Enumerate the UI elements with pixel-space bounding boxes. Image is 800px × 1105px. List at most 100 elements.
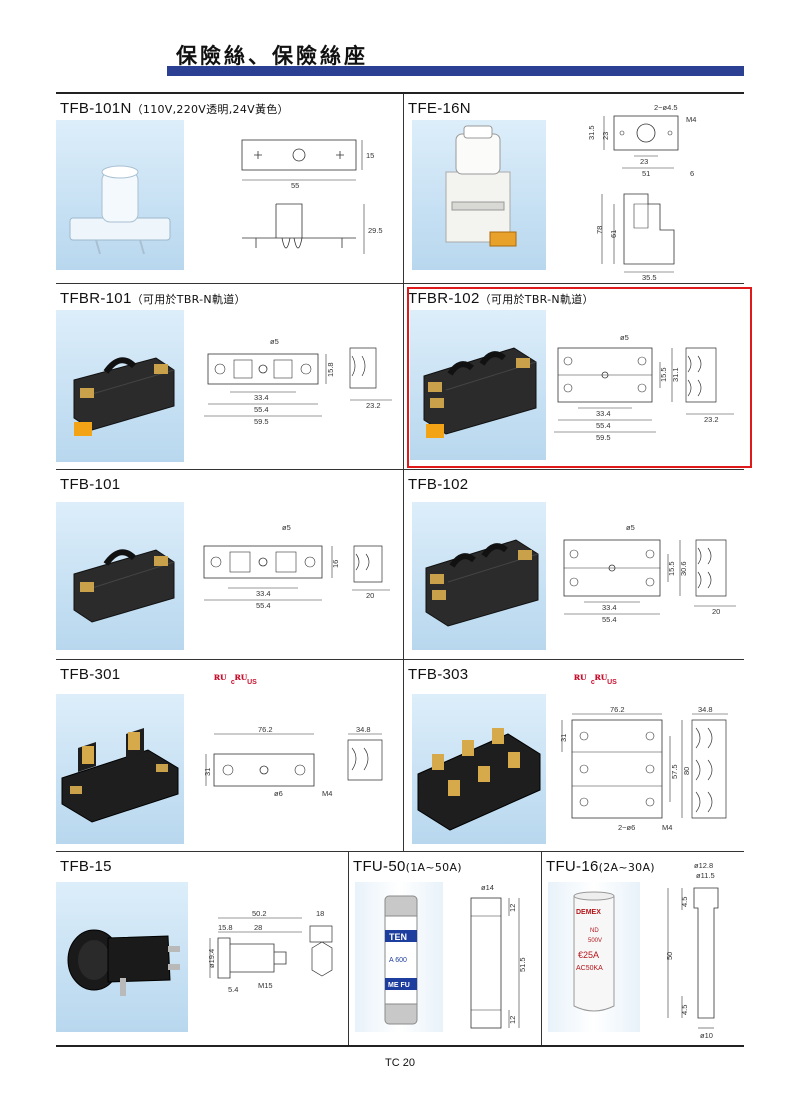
- dim-text: 2−ø4.5: [654, 103, 678, 112]
- dim-text: 2−ø6: [618, 823, 635, 832]
- dim-text: 15.8: [326, 362, 335, 377]
- product-name: TFBR-102: [408, 290, 480, 307]
- product-photo: [56, 120, 184, 270]
- cell-tfu16: TFU-16(2A~30A) DEMEX ND 500V €25A AC50KA…: [542, 852, 744, 1045]
- dim-text: 18: [316, 909, 324, 918]
- product-photo: DEMEX ND 500V €25A AC50KA: [548, 882, 640, 1032]
- fuse-label-text: ME FU: [388, 982, 410, 989]
- dim-text: 55: [291, 181, 299, 190]
- dim-text: 15.8: [218, 923, 233, 932]
- dim-text: ø19.4: [207, 949, 216, 968]
- dim-text: 20: [712, 607, 720, 616]
- dim-text: M4: [686, 115, 696, 124]
- dim-text: ø5: [282, 523, 291, 532]
- product-photo: [56, 694, 184, 844]
- dim-text: 33.4: [602, 603, 617, 612]
- product-photo: [412, 694, 546, 844]
- cul-suffix: US: [607, 679, 617, 686]
- dimension-drawing: ø5 15.8 33.4 55.4 59.5 23.2: [202, 336, 402, 466]
- dim-text: 15.5: [667, 561, 676, 576]
- dimension-drawing: 15 55 29.5: [236, 134, 396, 274]
- dim-text: ø6: [274, 789, 283, 798]
- product-name: TFB-301: [60, 666, 121, 683]
- dim-text: 30.6: [679, 561, 688, 576]
- dim-text: 51: [642, 169, 650, 178]
- dim-text: 55.4: [256, 601, 271, 610]
- product-name: TFU-50: [353, 858, 406, 875]
- product-name: TFE-16N: [408, 100, 471, 117]
- page-number: TC 20: [385, 1057, 415, 1069]
- dim-text: 29.5: [368, 226, 383, 235]
- dim-text: 80: [682, 767, 691, 775]
- cell-tfb15: TFB-15 50.2 15.8 28 ø19.4 5.4 M15 18: [56, 852, 349, 1045]
- dim-text: 23.2: [704, 415, 719, 424]
- fuse-label-text: A 600: [389, 957, 407, 964]
- cell-tfb101n: TFB-101N（110V,220V透明,24V黃色） 15 55 29.5: [56, 94, 404, 284]
- product-note: （可用於TBR-N軌道）: [131, 293, 246, 306]
- cul-mark: ᴿᵁ: [234, 673, 248, 688]
- cul-prefix: c: [590, 679, 595, 686]
- cell-tfb303: TFB-303 ᴿᵁ cᴿᵁUS 76.2 31: [404, 660, 744, 852]
- cul-prefix: c: [230, 679, 235, 686]
- dim-text: 57.5: [670, 764, 679, 779]
- dim-text: M4: [322, 789, 332, 798]
- product-range: (2A~30A): [598, 861, 655, 874]
- dim-text: 61: [609, 230, 618, 238]
- dim-text: ø14: [481, 883, 494, 892]
- dim-text: 35.5: [642, 273, 657, 282]
- cell-tfbr102: TFBR-102（可用於TBR-N軌道） ø5 15.5 31.1: [404, 284, 744, 470]
- dim-text: 31: [203, 768, 212, 776]
- dimension-drawing: 76.2 31 57.5 80 2−ø6 M4 34.8: [552, 705, 744, 850]
- dim-text: 55.4: [602, 615, 617, 624]
- cell-tfb101: TFB-101 ø5 16 33.4 55.4 20: [56, 470, 404, 660]
- dim-text: ø5: [620, 333, 629, 342]
- dim-text: 28: [254, 923, 262, 932]
- cell-tfb301: TFB-301 ᴿᵁ cᴿᵁUS 76.2 31 ø6 M4 34.: [56, 660, 404, 852]
- fuse-label-text: AC50KA: [576, 965, 603, 972]
- dim-text: 23: [640, 157, 648, 166]
- product-name: TFB-15: [60, 858, 112, 875]
- top-rule: [56, 92, 744, 94]
- product-name: TFB-102: [408, 476, 469, 493]
- dim-text: 59.5: [596, 433, 611, 442]
- dim-text: 50: [665, 952, 674, 960]
- fuse-label-text: 500V: [588, 938, 602, 944]
- product-note: （110V,220V透明,24V黃色）: [131, 103, 289, 116]
- dim-text: 20: [366, 591, 374, 600]
- dim-text: M4: [662, 823, 672, 832]
- dim-text: 76.2: [610, 705, 625, 714]
- dimension-drawing: ø14 12 51.5 12: [459, 883, 539, 1034]
- dim-text: 5.4: [228, 985, 238, 994]
- dim-text: 16: [331, 560, 340, 568]
- product-photo: [56, 310, 184, 462]
- dim-text: 12: [508, 904, 517, 912]
- product-photo: [412, 120, 546, 270]
- dim-text: 23: [601, 132, 610, 140]
- product-photo: [412, 502, 546, 650]
- product-name: TFB-303: [408, 666, 469, 683]
- dim-text: 51.5: [518, 957, 527, 972]
- dim-text: 34.8: [356, 725, 371, 734]
- dim-text: 31: [559, 734, 568, 742]
- ul-mark: ᴿᵁ: [214, 673, 227, 688]
- dim-text: 50.2: [252, 909, 267, 918]
- dimension-drawing: ø12.8 ø11.5 4.5 50 4.5 ø10: [654, 860, 742, 1042]
- dim-text: 12: [508, 1016, 517, 1024]
- product-range: (1A~50A): [405, 861, 462, 874]
- bottom-rule: [56, 1045, 744, 1047]
- product-photo: [56, 502, 184, 650]
- dim-text: ø5: [270, 337, 279, 346]
- cell-tfe16n: TFE-16N 2−ø4.5 M4 31.5 23 23 51 6: [404, 94, 744, 284]
- ul-cul-logo: ᴿᵁ cᴿᵁUS: [214, 668, 257, 689]
- dim-text: 76.2: [258, 725, 273, 734]
- product-name: TFBR-101: [60, 290, 132, 307]
- fuse-label-text: ND: [590, 928, 599, 934]
- product-name: TFB-101: [60, 476, 121, 493]
- dim-text: ø5: [626, 523, 635, 532]
- dim-text: 6: [690, 169, 694, 178]
- fuse-label-text: TEN: [389, 932, 407, 942]
- dimension-drawing: ø5 16 33.4 55.4 20: [202, 522, 402, 652]
- cell-tfbr101: TFBR-101（可用於TBR-N軌道） ø5 15.8 33.4 55.4: [56, 284, 404, 470]
- product-note: （可用於TBR-N軌道）: [479, 293, 594, 306]
- dim-text: 55.4: [254, 405, 269, 414]
